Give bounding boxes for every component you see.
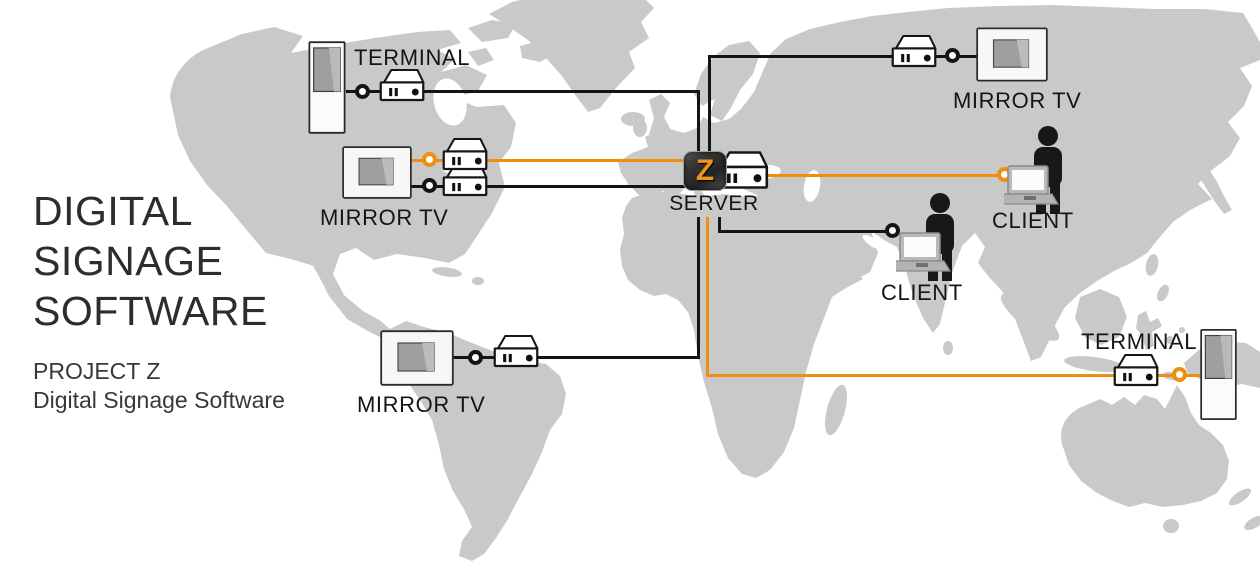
title-line-2: SIGNAGE xyxy=(33,238,224,284)
subtitle-product: Digital Signage Software xyxy=(33,387,285,413)
title-line-3: SOFTWARE xyxy=(33,288,268,334)
label-mirror-tv-w: MIRROR TV xyxy=(320,205,449,230)
line-mirror-sw-vertical xyxy=(697,217,700,358)
label-client-c: CLIENT xyxy=(881,280,963,305)
line-client-e-orange xyxy=(757,174,1005,177)
client-laptop-user-icon xyxy=(1004,126,1068,216)
player-box-icon xyxy=(1112,351,1160,389)
line-terminal-se-horizontal xyxy=(706,374,1202,377)
map-greenland xyxy=(489,0,654,112)
connector-terminal-nw xyxy=(355,84,370,99)
label-server: SERVER xyxy=(669,192,759,215)
connector-client-c xyxy=(885,223,900,238)
player-box-icon xyxy=(492,332,540,370)
title-block: DIGITAL SIGNAGE SOFTWARE xyxy=(33,186,268,336)
line-terminal-nw-vertical xyxy=(697,91,700,153)
map-africa xyxy=(620,191,863,478)
connector-mirror-w-orange xyxy=(422,152,437,167)
label-mirror-tv-ne: MIRROR TV xyxy=(953,88,1082,113)
player-box-icon xyxy=(890,32,938,70)
mirror-tv-icon xyxy=(342,146,412,199)
player-box-icon xyxy=(441,135,489,173)
kiosk-icon xyxy=(308,41,346,134)
connector-mirror-w-black xyxy=(422,178,437,193)
label-mirror-tv-sw: MIRROR TV xyxy=(357,392,486,417)
line-mirror-ne-horizontal xyxy=(708,55,978,58)
title-line-1: DIGITAL xyxy=(33,188,193,234)
mirror-tv-icon xyxy=(380,330,454,386)
connector-mirror-sw xyxy=(468,350,483,365)
connector-terminal-se xyxy=(1172,367,1187,382)
line-mirror-w-orange xyxy=(410,159,688,162)
label-client-e: CLIENT xyxy=(992,208,1074,233)
mirror-tv-icon xyxy=(976,27,1048,82)
label-terminal-se: TERMINAL xyxy=(1081,329,1198,354)
connector-mirror-ne xyxy=(945,48,960,63)
project-z-logo: Z xyxy=(683,151,727,191)
line-mirror-w-black xyxy=(410,185,688,188)
subtitle-block: PROJECT Z Digital Signage Software xyxy=(33,357,285,415)
line-client-c-vertical xyxy=(718,217,721,232)
logo-letter: Z xyxy=(695,154,715,187)
subtitle-project: PROJECT Z xyxy=(33,358,161,384)
player-box-icon xyxy=(378,66,426,104)
map-australia xyxy=(1061,385,1229,507)
client-laptop-user-icon xyxy=(896,193,960,283)
line-mirror-ne-vertical xyxy=(708,55,711,153)
line-terminal-nw-horizontal xyxy=(346,90,700,93)
line-terminal-se-vertical xyxy=(706,217,709,376)
map-eurasia xyxy=(618,5,1260,361)
line-client-c-horizontal xyxy=(718,230,894,233)
kiosk-icon xyxy=(1200,327,1237,422)
line-mirror-sw-horizontal xyxy=(452,356,700,359)
label-terminal-nw: TERMINAL xyxy=(354,45,471,70)
